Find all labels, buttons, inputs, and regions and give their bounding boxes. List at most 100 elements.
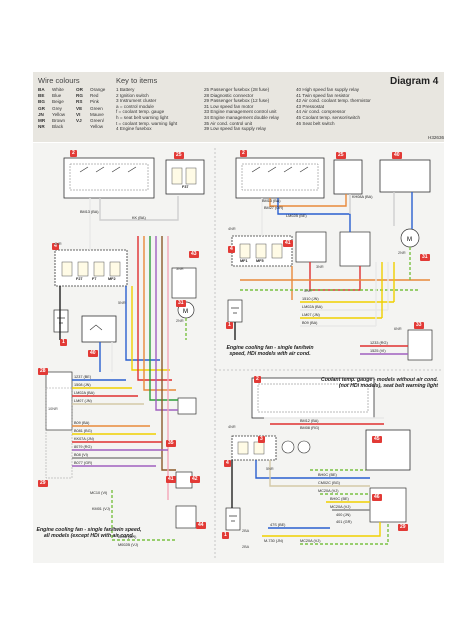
pin-label: 2NR [398, 251, 406, 255]
fan-motor-glyph: M [183, 309, 188, 315]
key-item: 40 High speed fan supply relay [296, 87, 360, 92]
ignition-switch-box [63, 157, 155, 199]
item-number-badge: 41 [166, 476, 176, 483]
wire-label: KK07A (JN) [74, 437, 94, 441]
wire-label: LM02A (BA) [74, 391, 95, 395]
wire-label: 1525 (VI) [370, 349, 386, 353]
key-item: 43 Pressostat [296, 103, 325, 109]
legend-panel [33, 72, 444, 142]
wire-label: BM08 (RG) [300, 426, 320, 430]
fuse-element [237, 441, 249, 455]
wire [161, 236, 176, 471]
fuse-element [239, 243, 251, 259]
wire-label: BM12 (BA) [300, 419, 319, 423]
wire [99, 196, 179, 221]
harness-a [59, 196, 187, 541]
fuse-label: MF2 [108, 277, 116, 281]
item-number-badge: 33 [414, 322, 424, 329]
wire-label: KH08A (BA) [352, 195, 373, 199]
item-number-badge: 2 [240, 150, 247, 157]
key-item: 39 Low speed fan supply relay [204, 126, 267, 132]
fuse-element [255, 243, 267, 259]
pin-label: 2NR [176, 319, 184, 323]
wire-label: 1510 (JN) [302, 297, 319, 301]
key-item: 34 Engine management double relay [204, 115, 280, 120]
control-unit-outline [45, 387, 73, 479]
fuse-element [185, 167, 197, 185]
item-number-badge: 25 [174, 152, 184, 159]
key-item: 44 Air cond. compressor [296, 109, 346, 115]
wire-label: B09 (BA) [302, 321, 318, 325]
relay-box-b [379, 159, 431, 193]
high-speed-relay-box [81, 315, 117, 343]
key-item: 1 Battery [116, 87, 135, 92]
item-number-badge: 45 [372, 436, 382, 443]
wire-label: BM27 (OR) [264, 206, 284, 210]
resistor-box-b [295, 231, 327, 263]
item-number-badge: 31 [420, 254, 430, 261]
item-number-badge: 1 [222, 532, 229, 539]
pin-label: 5NR [266, 467, 274, 471]
key-item: 3 Instrument cluster [116, 98, 157, 104]
wire-colour-code: VI [76, 111, 81, 117]
wire-label: LM02A (BA) [302, 305, 323, 309]
wire-colour-name: Beige [52, 99, 64, 105]
key-item: 31 Low speed fan motor [204, 103, 254, 109]
wire [269, 194, 347, 207]
item-number-badge: 41 [283, 240, 293, 247]
wire-label: 1237 (BE) [74, 375, 92, 379]
key-item: 25 Passenger fusebox (28 fuse) [204, 87, 270, 92]
fuse-element [171, 167, 183, 185]
battery-symbol-b [227, 299, 243, 323]
wire [111, 490, 176, 541]
wire [137, 236, 172, 381]
wire-colour-code: RS [76, 99, 83, 105]
wire-colour-name: Yellow [90, 124, 104, 130]
wire-colour-name: Red [90, 93, 99, 99]
relay-box-b2 [339, 231, 371, 267]
fuse-label: MF5 [256, 259, 264, 263]
pin-label: 4NR [54, 242, 62, 246]
item-number-badge: 44 [196, 522, 206, 529]
instrument-cluster-box [251, 377, 375, 419]
fuse-element [93, 261, 105, 277]
pin-label: 3NR [316, 265, 324, 269]
key-item: 42 Air cond. coolant temp. thermistor [296, 98, 371, 104]
key-item: t = coolant temp. warning light [116, 120, 178, 126]
seat-belt-switch-box [369, 487, 407, 523]
wire-label: B098 (MR) [118, 535, 137, 539]
fuse-label: MF1 [240, 259, 248, 263]
coolant-gauge-symbol [281, 440, 295, 454]
key-item: 2 Ignition switch [116, 92, 149, 98]
fan-motor-glyph-b: M [407, 237, 412, 243]
battery-symbol [53, 309, 69, 333]
wire-colour-code: BE [38, 93, 45, 99]
item-number-badge: 31 [176, 300, 186, 307]
ignition-switch-inner [69, 163, 149, 191]
item-number-badge: 1 [226, 322, 233, 329]
key-item: 4 Engine fusebox [116, 126, 152, 132]
key-item: 41 Twin speed fan resistor [296, 92, 350, 98]
key-to-items-title: Key to items [116, 76, 158, 85]
warning-light-symbol [297, 440, 311, 454]
relay-contact [89, 324, 103, 331]
pin-label: 6NR [394, 327, 402, 331]
wire-label: KK (BA) [132, 216, 146, 220]
battery-plates-b [231, 307, 239, 314]
wire-colour-name: White [52, 87, 64, 92]
wire-colour-code: MR [38, 118, 46, 123]
pin-label: 3NR [176, 267, 184, 271]
wire-label: BM13 (BA) [262, 199, 281, 203]
pin-label: 2BA [242, 529, 250, 533]
wire [155, 236, 178, 411]
wire-colour-name: Green [90, 105, 103, 111]
wire-label: CM02C (BG) [318, 481, 340, 485]
item-number-badge: 25 [336, 152, 346, 159]
wire-label: LM07 (JN) [302, 313, 320, 317]
wire-label: BH0C (BE) [318, 473, 337, 477]
item-number-badge: 40 [88, 350, 98, 357]
harness-b [234, 192, 430, 355]
key-item: f = coolant temp. gauge [116, 109, 165, 115]
ignition-switch-box-b [235, 157, 325, 199]
